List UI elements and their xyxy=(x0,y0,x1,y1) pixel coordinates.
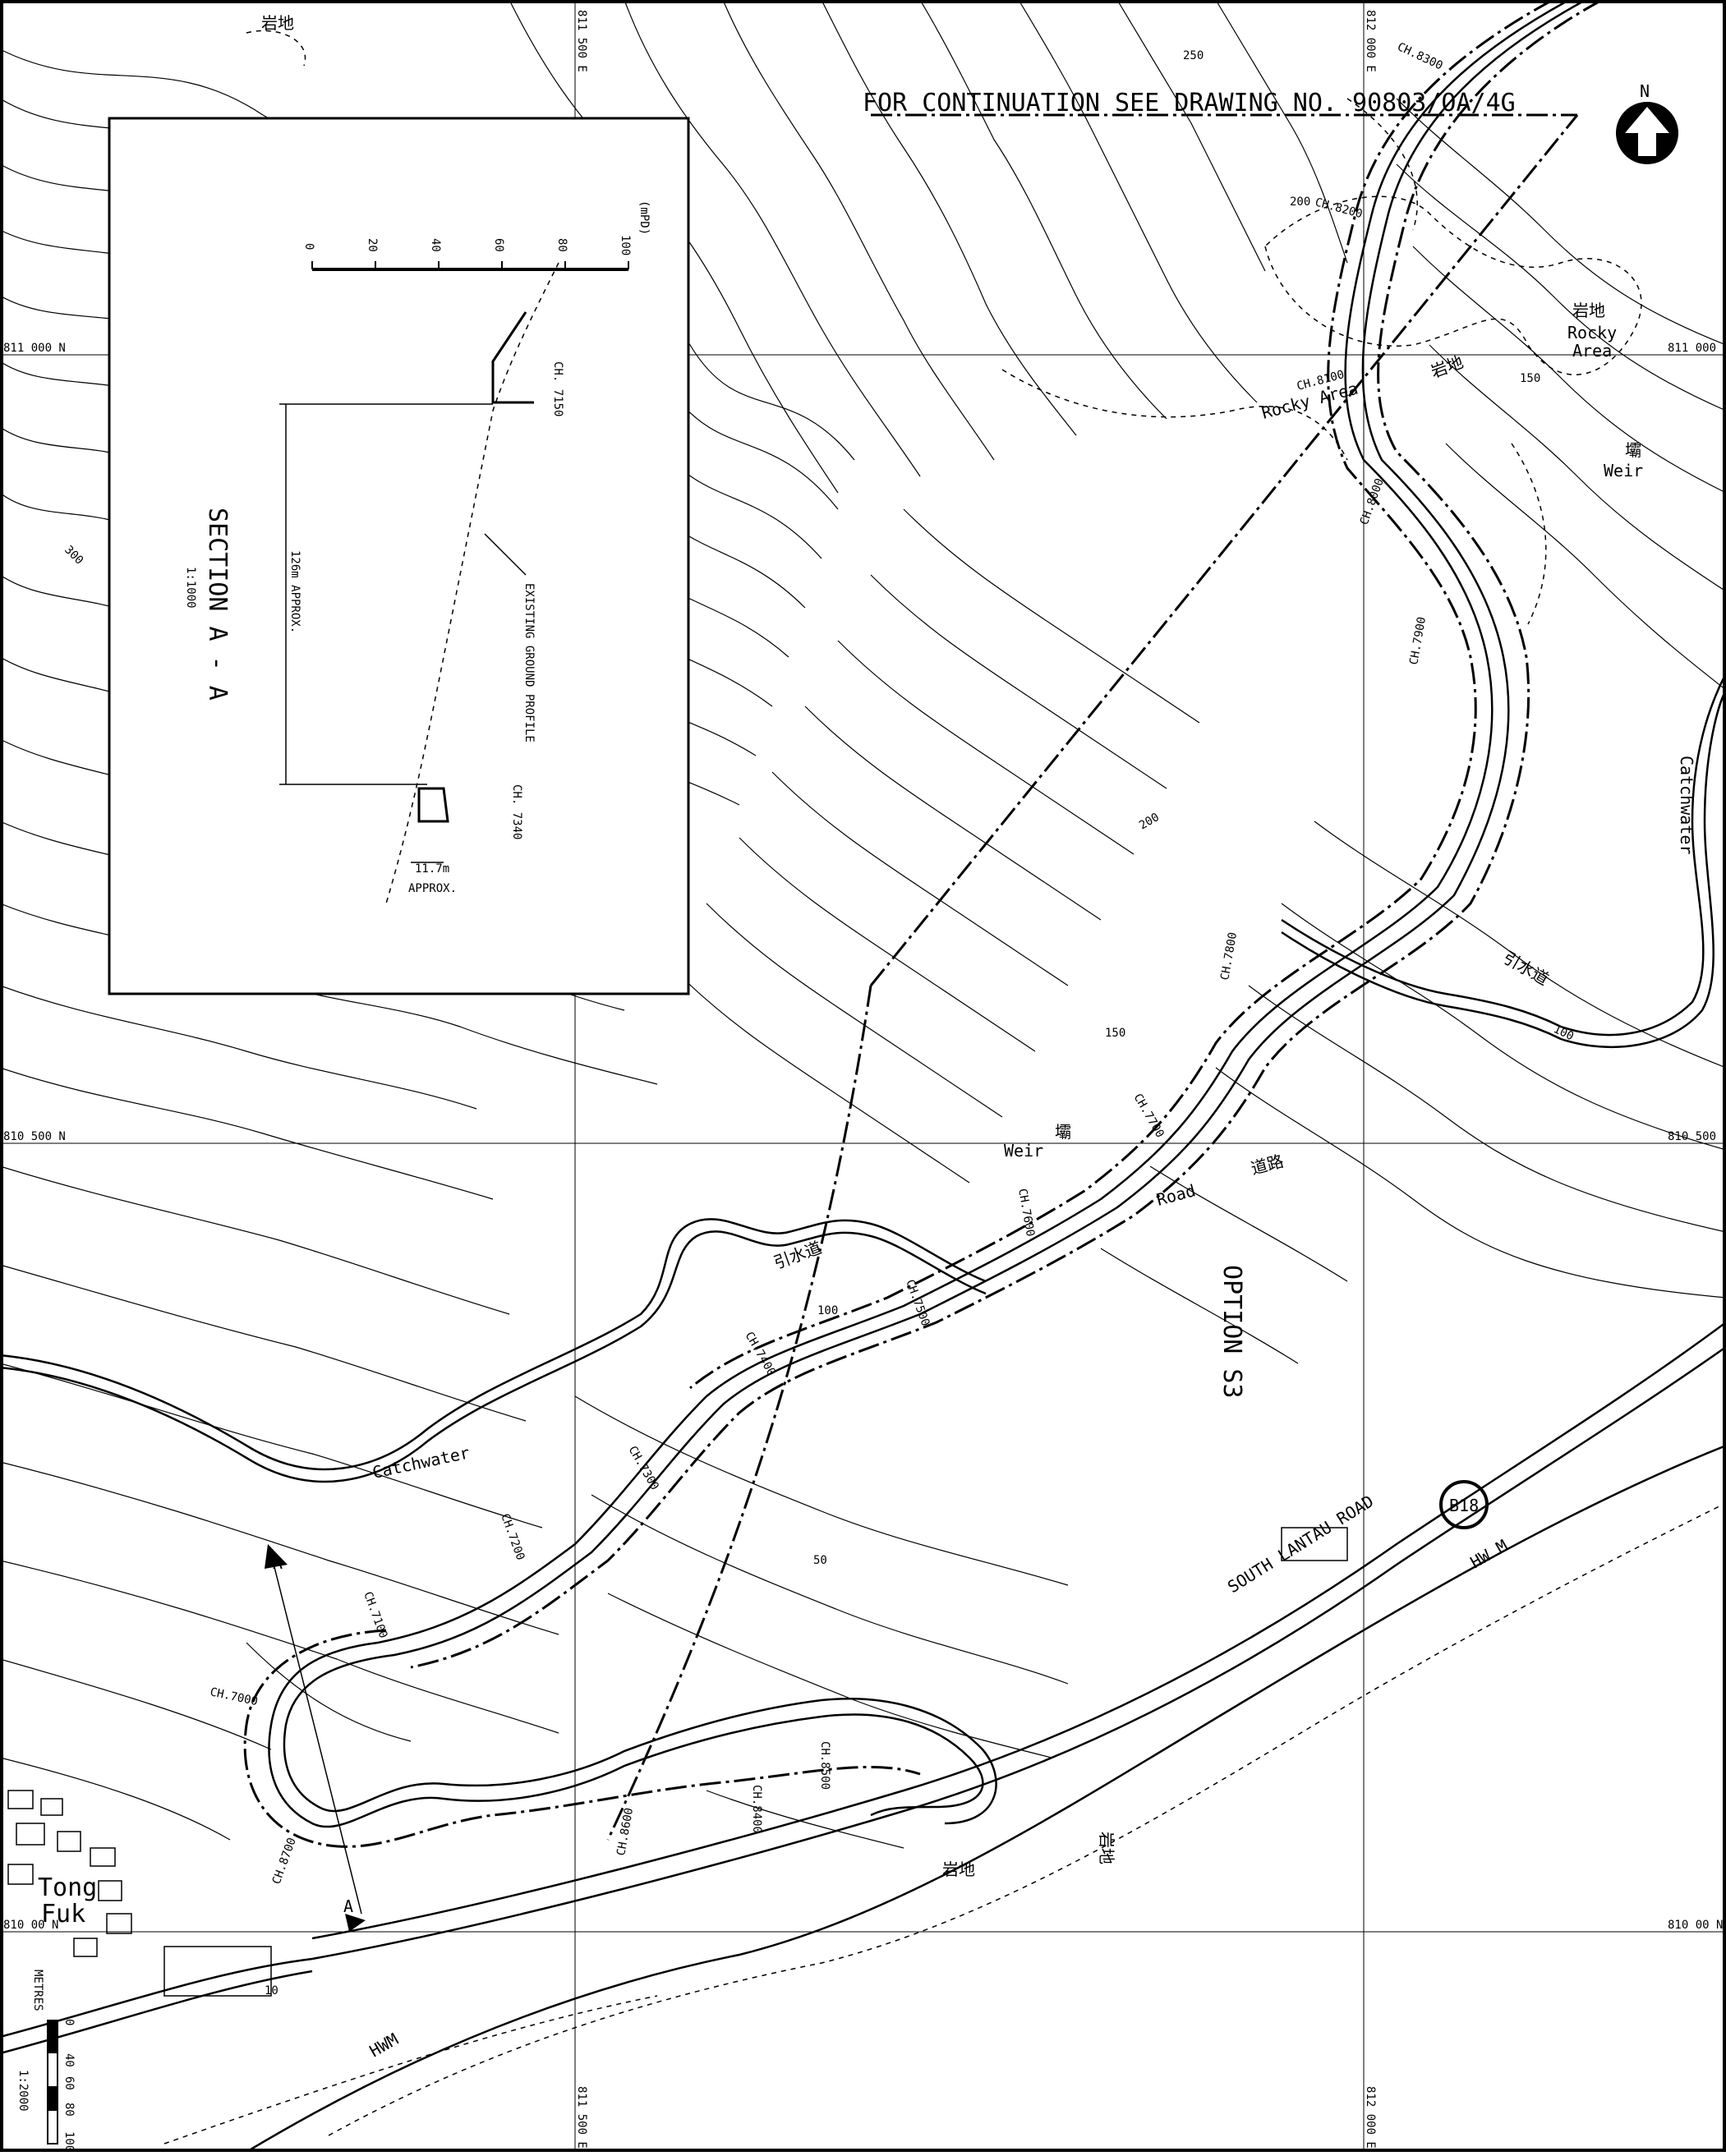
section-width-label-1: 11.7m xyxy=(415,862,449,876)
scale-ratio: 1:2000 xyxy=(16,2070,30,2112)
option-label: OPTION S3 xyxy=(1217,1265,1246,1399)
contour-label-250: 250 xyxy=(1183,49,1204,62)
rocky-area-boundaries xyxy=(246,30,1642,625)
rock-label-bottom-cn2: 岩地 xyxy=(1097,1832,1116,1864)
rock-label-right-en-2: Area xyxy=(1572,341,1612,361)
chainage-label: CH.7700 xyxy=(1131,1092,1167,1140)
road-label-cn: 道路 xyxy=(1249,1151,1286,1179)
chainage-label: CH.7400 xyxy=(743,1330,778,1378)
proposed-road-alignment[interactable] xyxy=(243,0,1603,1848)
scale-tick: 0 xyxy=(62,2019,76,2025)
section-mark-a-bottom: A xyxy=(343,1896,353,1916)
tong-fuk-label-1: Tong xyxy=(38,1873,97,1902)
grid-label-810000n-left: 810 00 N xyxy=(3,1919,58,1932)
contour-label-300: 300 xyxy=(62,544,85,568)
continuation-note: FOR CONTINUATION SEE DRAWING NO. 90803/O… xyxy=(863,89,1516,117)
section-axis-tick: 60 xyxy=(492,238,505,252)
section-axis-tick: 0 xyxy=(302,243,315,250)
weir-label-mid-en: Weir xyxy=(1004,1141,1043,1161)
tong-fuk-label-2: Fuk xyxy=(41,1900,85,1928)
rock-label-right-en-1: Rocky xyxy=(1567,323,1617,342)
section-axis-tick: 20 xyxy=(366,238,379,252)
contour-label-50: 50 xyxy=(813,1554,827,1567)
section-title: SECTION A - A xyxy=(203,508,232,701)
tong-fuk-buildings xyxy=(7,1527,1348,1997)
hwm-label-right: HW M xyxy=(1467,1535,1512,1572)
scale-tick: 80 xyxy=(62,2103,76,2117)
chainage-label: CH.8300 xyxy=(1395,40,1444,72)
south-lantau-road-label: SOUTH LANTAU ROAD xyxy=(1224,1491,1377,1597)
chainage-label: CH.8700 xyxy=(270,1836,299,1886)
route-badge: B18 xyxy=(1449,1496,1479,1515)
contour-label-10: 10 xyxy=(265,1984,278,1997)
grid-label-810000n-right: 810 00 N xyxy=(1668,1919,1723,1932)
grid-label-812000e-top: 812 000 E xyxy=(1364,10,1377,72)
section-width-label-2: APPROX. xyxy=(408,882,457,895)
chainage-label: CH.7000 xyxy=(209,1685,259,1708)
grid-label-811500e-top: 811 500 E xyxy=(575,10,588,72)
grid-label-810500n-right: 810 500 N xyxy=(1668,1130,1726,1143)
rock-label-mid-cn: 岩地 xyxy=(1429,352,1466,381)
catchwater-label-right: Catchwater xyxy=(1677,756,1696,854)
grid-label-810500n-left: 810 500 N xyxy=(3,1130,66,1143)
route-badge-ring xyxy=(1439,1480,1489,1529)
coastline xyxy=(163,1444,1726,2154)
rock-label-top-left: 岩地 xyxy=(261,13,294,33)
section-axis-tick: 80 xyxy=(555,238,568,252)
section-distance-label: 126m APPROX. xyxy=(288,550,301,633)
grid-label-811000n-left: 811 000 N xyxy=(3,342,66,355)
section-ch-lower: CH. 7340 xyxy=(510,784,523,839)
chainage-label: CH.8600 xyxy=(614,1807,636,1857)
catchwater-channels xyxy=(0,673,1726,1483)
rock-label-bottom-cn: 岩地 xyxy=(942,1859,975,1879)
contour-label-150-mid: 150 xyxy=(1105,1027,1125,1040)
contour-label-200-top: 200 xyxy=(1290,195,1310,209)
north-arrow-icon xyxy=(1616,102,1678,164)
section-axis-tick: 40 xyxy=(429,238,442,252)
weir-label-right-cn: 壩 xyxy=(1625,440,1641,460)
grid-label-811500e-bottom: 811 500 E xyxy=(575,2086,588,2149)
section-mark-a-top: A xyxy=(273,1553,283,1573)
contour-label-100-route: 100 xyxy=(817,1304,838,1317)
section-marker-a xyxy=(265,1544,366,1932)
chainage-label: CH.7200 xyxy=(498,1512,527,1562)
road-label-en: Road xyxy=(1154,1180,1198,1210)
yinshui-label-right: 引水道 xyxy=(1500,948,1553,990)
contour-label-100-right: 100 xyxy=(1551,1023,1576,1043)
north-arrow-label: N xyxy=(1640,81,1650,101)
section-inset xyxy=(108,117,690,995)
grid-label-812000e-bottom: 812 000 E xyxy=(1364,2086,1377,2149)
rock-label-right-cn: 岩地 xyxy=(1572,301,1605,320)
chainage-label: CH.8400 xyxy=(750,1785,763,1833)
scale-tick: 40 xyxy=(62,2053,76,2067)
section-ch-upper: CH. 7150 xyxy=(551,361,564,416)
section-scale: 1:1000 xyxy=(184,567,197,609)
scale-unit: METRES xyxy=(31,1970,44,2011)
chainage-label: CH.7800 xyxy=(1218,931,1240,981)
scale-tick: 100 xyxy=(62,2131,76,2152)
scale-tick: 60 xyxy=(62,2076,76,2090)
hwm-label-left: HWM xyxy=(366,2029,402,2061)
section-ground-profile-label: EXISTING GROUND PROFILE xyxy=(522,583,536,742)
section-axis-unit: (mPD) xyxy=(637,200,651,235)
weir-label-mid-cn: 壩 xyxy=(1055,1122,1071,1142)
chainage-label: CH.8200 xyxy=(1314,195,1364,221)
catchwater-label-left: Catchwater xyxy=(371,1442,472,1483)
weir-label-right-en: Weir xyxy=(1604,461,1643,480)
contour-label-200-mid: 200 xyxy=(1137,811,1162,833)
chainage-label: CH.8500 xyxy=(818,1741,831,1790)
grid-label-811000n-right: 811 000 N xyxy=(1668,342,1726,355)
scale-bar xyxy=(47,2020,58,2145)
section-axis-tick: 100 xyxy=(619,235,632,255)
chainage-label: CH.7900 xyxy=(1407,616,1429,666)
contour-label-150-right: 150 xyxy=(1520,372,1540,385)
